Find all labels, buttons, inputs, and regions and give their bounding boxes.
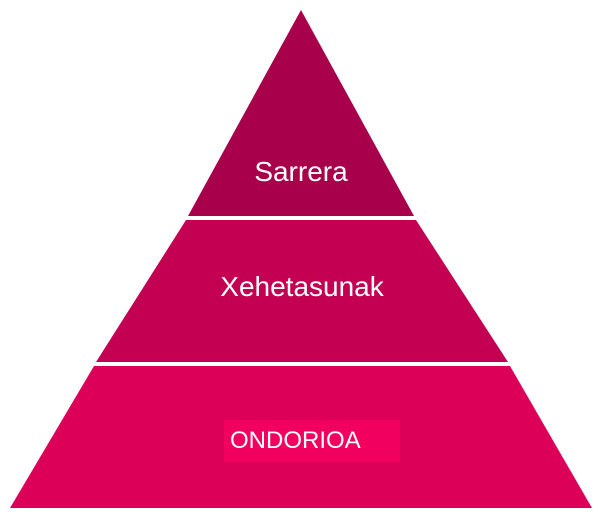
level-label-top: Sarrera <box>254 156 348 187</box>
level-label-middle: Xehetasunak <box>220 271 384 302</box>
pyramid-level-middle <box>96 220 508 362</box>
pyramid-level-top <box>188 10 414 216</box>
level-label-bottom: ONDORIOA <box>224 420 400 462</box>
